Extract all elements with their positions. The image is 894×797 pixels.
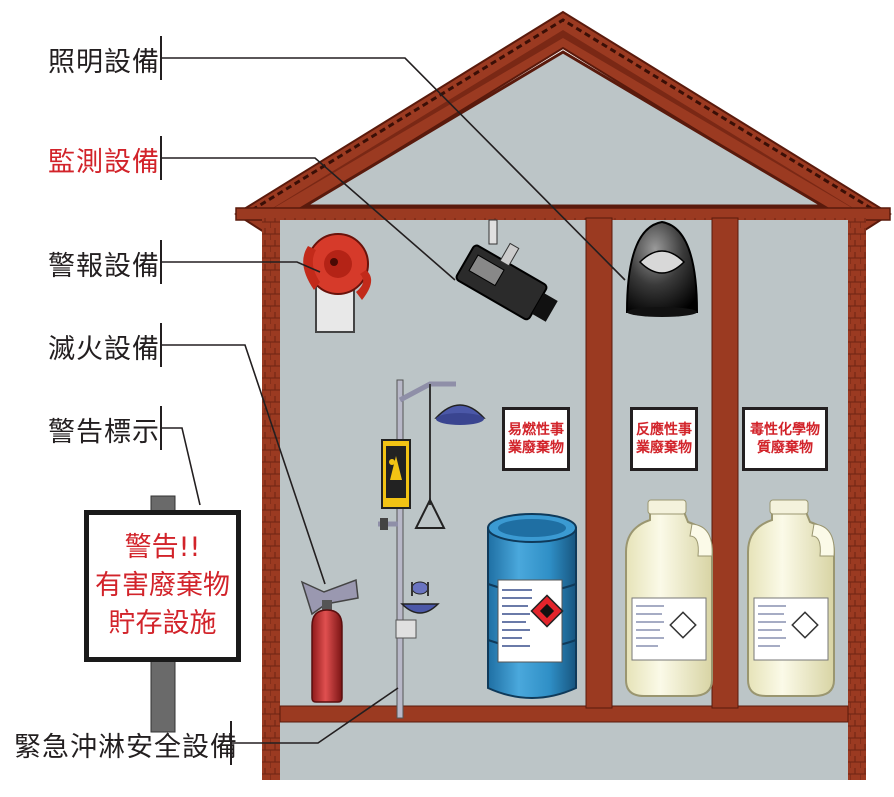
ceiling-lamp-icon (625, 220, 699, 317)
warning-board-line2: 有害廢棄物 (95, 570, 230, 601)
bracket (160, 323, 162, 367)
bracket (160, 240, 162, 284)
label-line: 毒性化學物 (750, 422, 820, 438)
chemical-jug-icon (625, 499, 713, 697)
label-line: 業廢棄物 (508, 440, 564, 456)
bracket (160, 406, 162, 450)
label-line: 業廢棄物 (636, 440, 692, 456)
hazard-diamond-icon (530, 594, 564, 628)
warning-board-line3: 貯存設施 (108, 608, 217, 639)
callout-monitoring: 監測設備 (48, 147, 160, 178)
callout-alarm: 警報設備 (48, 251, 160, 282)
bracket (160, 36, 162, 80)
flammable-waste-label: 易燃性事 業廢棄物 (502, 407, 570, 471)
alarm-bell-icon (303, 233, 372, 333)
callout-lighting: 照明設備 (48, 47, 160, 78)
bracket (230, 721, 232, 765)
label-line: 易燃性事 (508, 422, 564, 438)
callout-warning-sign: 警告標示 (48, 417, 160, 448)
chemical-drum-icon (487, 513, 577, 699)
bracket (160, 136, 162, 180)
warning-board: 警告!! 有害廢棄物 貯存設施 (84, 510, 241, 662)
fire-extinguisher-icon (300, 578, 359, 703)
toxic-chemical-waste-label: 毒性化學物 質廢棄物 (742, 407, 828, 471)
leader-lines (160, 57, 626, 744)
label-line: 反應性事 (636, 422, 692, 438)
house-walls (262, 217, 866, 797)
callout-fire-extinguishing: 滅火設備 (48, 334, 160, 365)
cctv-camera-icon (455, 219, 558, 322)
callout-emergency-shower: 緊急沖淋安全設備 (14, 732, 238, 763)
label-line: 質廢棄物 (757, 440, 813, 456)
reactive-waste-label: 反應性事 業廢棄物 (630, 407, 698, 471)
emergency-shower-icon (378, 379, 486, 719)
warning-board-line1: 警告!! (124, 532, 201, 563)
roof (234, 10, 892, 234)
sign-post (150, 495, 176, 733)
eyewash-icon (400, 581, 440, 614)
chemical-jug-icon (747, 499, 835, 697)
